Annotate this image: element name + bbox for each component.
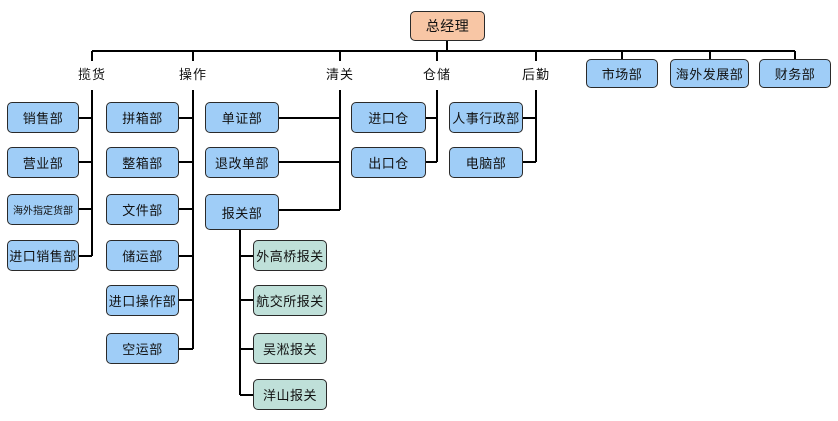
node-baoguan-item: 外高桥报关 [253,240,327,271]
node-caozuo-item: 空运部 [106,333,179,364]
group-label-houqin: 后勤 [521,68,551,83]
node-caozuo-item: 拼箱部 [106,102,179,133]
node-baoguan-item: 洋山报关 [253,379,327,410]
node-general-manager: 总经理 [410,11,485,41]
node-caozuo-item: 整箱部 [106,147,179,178]
node-baoguan-item: 吴淞报关 [253,333,327,364]
node-qingguan-item: 退改单部 [205,147,279,178]
node-cangchu-item: 进口仓 [351,102,426,133]
node-caozuo-item: 文件部 [106,194,179,225]
node-customs-declaration-dept: 报关部 [205,194,279,230]
group-label-caozuo: 操作 [178,68,208,83]
node-caozuo-item: 进口操作部 [106,285,179,316]
group-label-qingguan: 清关 [325,68,355,83]
node-baoguan-item: 航交所报关 [253,285,327,316]
node-overseas-dev-dept: 海外发展部 [670,59,749,88]
node-lanhuo-item: 海外指定货部 [7,194,79,225]
node-houqin-item: 电脑部 [449,147,523,178]
node-lanhuo-item: 营业部 [7,147,79,178]
node-lanhuo-item: 进口销售部 [7,240,79,271]
group-label-cangchu: 仓储 [422,68,452,83]
node-lanhuo-item: 销售部 [7,102,79,133]
node-caozuo-item: 储运部 [106,240,179,271]
group-label-lanhuo: 揽货 [77,68,107,83]
node-qingguan-item: 单证部 [205,102,279,133]
node-cangchu-item: 出口仓 [351,147,426,178]
node-houqin-item: 人事行政部 [449,102,523,133]
node-market-dept: 市场部 [586,59,658,88]
node-finance-dept: 财务部 [759,59,831,88]
